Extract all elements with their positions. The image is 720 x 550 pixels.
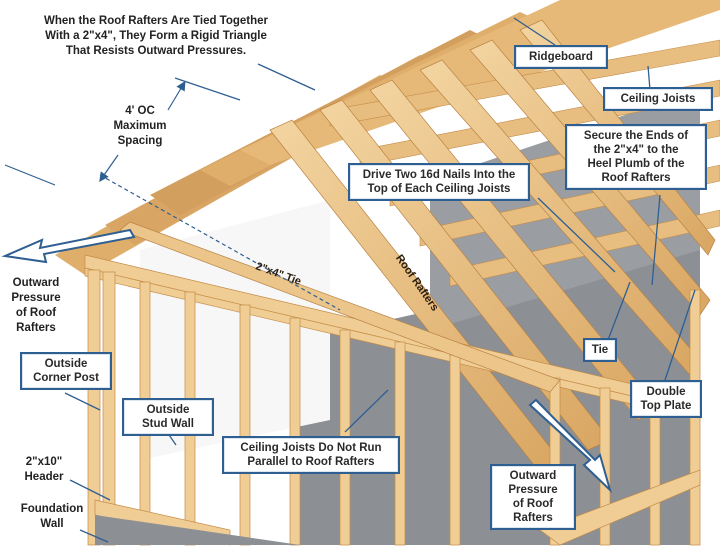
note-line: of Roof xyxy=(15,307,57,319)
headline-line: That Resists Outward Pressures. xyxy=(65,45,247,57)
callout-text: the 2"x4" to the xyxy=(593,144,679,156)
callout-text: Stud Wall xyxy=(142,418,194,430)
callout-double-top-plate: Double Top Plate xyxy=(630,380,702,418)
callout-text: Heel Plumb of the xyxy=(587,158,685,170)
foundation-wall xyxy=(95,515,300,545)
tie-board xyxy=(119,221,561,393)
headline-note: When the Roof Rafters Are Tied Together … xyxy=(28,14,284,59)
callout-text: Pressure xyxy=(508,484,558,496)
outward-pressure-arrow-left xyxy=(1,228,136,264)
header-note: 2"x10" Header xyxy=(18,455,70,485)
callout-text: Outside xyxy=(44,358,88,370)
callout-text: Ceiling Joists xyxy=(620,93,696,105)
callout-text: Outward xyxy=(509,470,557,482)
note-line: Header xyxy=(24,471,64,483)
callout-text: Top Plate xyxy=(640,400,692,412)
note-line: 2"x10" xyxy=(25,456,63,468)
note-line: Wall xyxy=(40,518,64,530)
callout-text: Secure the Ends of xyxy=(583,130,689,142)
callout-text: Corner Post xyxy=(33,372,99,384)
spacing-note-line: Spacing xyxy=(117,135,163,147)
note-line: Pressure xyxy=(11,292,61,304)
leader-lines xyxy=(64,17,696,543)
spacing-note-line: Maximum xyxy=(113,120,167,132)
callout-outside-corner-post: Outside Corner Post xyxy=(20,352,112,390)
callout-joists-not-parallel: Ceiling Joists Do Not Run Parallel to Ro… xyxy=(222,436,400,474)
note-line: Foundation xyxy=(20,503,84,515)
callout-outward-pressure-right: Outward Pressure of Roof Rafters xyxy=(490,464,576,530)
foundation-note: Foundation Wall xyxy=(14,502,90,532)
callout-outside-stud-wall: Outside Stud Wall xyxy=(122,398,214,436)
callout-text: Parallel to Roof Rafters xyxy=(247,456,375,468)
callout-text: of Roof xyxy=(512,498,554,510)
callout-text: Rafters xyxy=(513,512,553,524)
callout-secure-ends: Secure the Ends of the 2"x4" to the Heel… xyxy=(565,124,707,190)
spacing-note-line: 4' OC xyxy=(125,105,155,117)
note-line: Rafters xyxy=(16,322,56,334)
callout-ridgeboard: Ridgeboard xyxy=(514,45,608,69)
callout-text: Tie xyxy=(591,344,609,356)
headline-line: With a 2"x4", They Form a Rigid Triangle xyxy=(45,30,267,42)
spacing-dimension xyxy=(4,77,341,311)
callout-drive-nails: Drive Two 16d Nails Into the Top of Each… xyxy=(348,163,530,201)
headline-line: When the Roof Rafters Are Tied Together xyxy=(43,15,269,27)
spacing-note: 4' OC Maximum Spacing xyxy=(105,104,175,149)
callout-text: Drive Two 16d Nails Into the xyxy=(362,169,516,181)
callout-tie: Tie xyxy=(583,338,617,362)
callout-text: Top of Each Ceiling Joists xyxy=(367,183,511,195)
callout-text: Double xyxy=(646,386,686,398)
callout-text: Roof Rafters xyxy=(601,172,671,184)
callout-text: Ceiling Joists Do Not Run xyxy=(240,442,382,454)
note-line: Outward xyxy=(12,277,60,289)
callout-text: Ridgeboard xyxy=(529,51,593,63)
callout-text: Outside xyxy=(146,404,190,416)
outward-pressure-left-note: Outward Pressure of Roof Rafters xyxy=(6,276,66,336)
callout-ceiling-joists: Ceiling Joists xyxy=(603,87,713,111)
outward-pressure-arrow-right xyxy=(528,398,612,494)
